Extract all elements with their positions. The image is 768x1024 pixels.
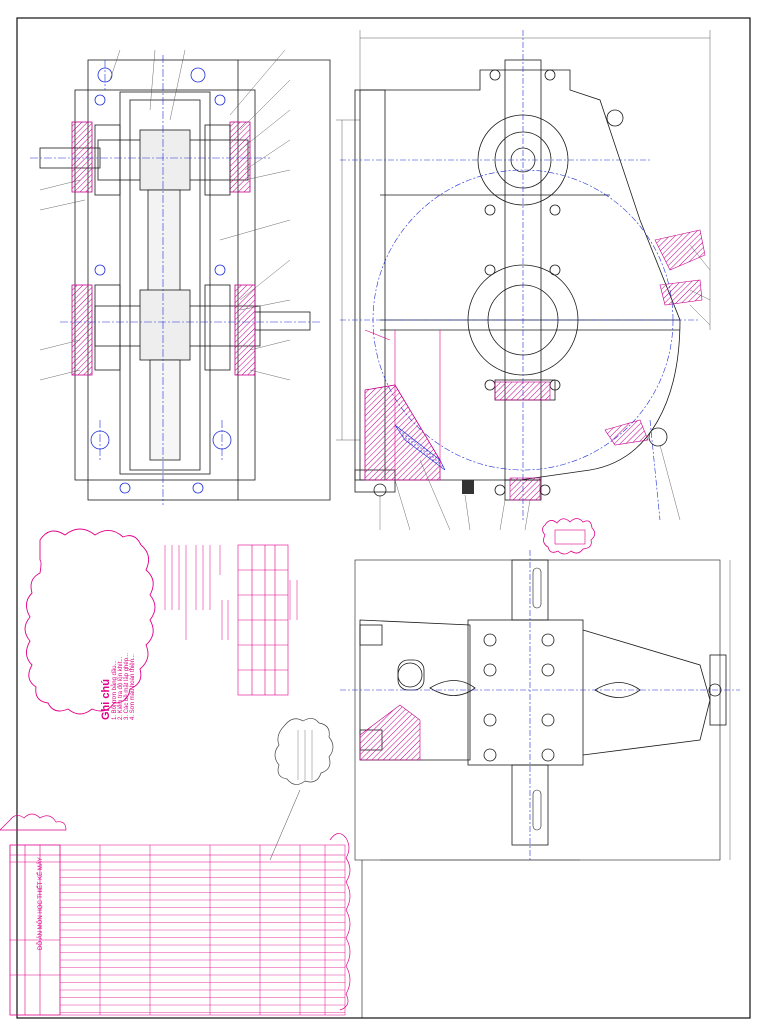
outer-frame (16, 17, 751, 1019)
bom-cloud (329, 833, 351, 1011)
side-view (354, 559, 727, 861)
front-leaders (379, 244, 711, 531)
notes-title: Ghi chú (100, 679, 112, 720)
comment-cloud (274, 718, 334, 785)
side-dimensions (380, 560, 731, 861)
notes-block: Ghi chú 1. Bôi trơn bằng dầu... 2. Kiểm … (100, 540, 140, 720)
front-bolts (373, 69, 668, 497)
front-sections (364, 229, 706, 501)
parts-list-rows (60, 869, 345, 1013)
title-cloud (0, 813, 67, 831)
side-bolts (397, 633, 722, 762)
comment-leader (269, 789, 301, 861)
table-stub-lines (221, 580, 298, 640)
characteristics-table (237, 544, 289, 696)
requirements-text (164, 545, 221, 640)
plan-centerlines (30, 55, 320, 505)
front-section-lines (364, 329, 441, 470)
title-block (9, 844, 61, 1016)
plan-leaders (39, 49, 291, 381)
side-centerlines (340, 550, 740, 860)
side-keyways (532, 567, 542, 831)
side-section (359, 704, 421, 761)
front-large-gear-circle (340, 30, 700, 521)
note-line-4: 4. Sơn màu hoàn thiện... (130, 654, 136, 720)
notes-cloud (24, 528, 156, 715)
comment-lines (297, 730, 313, 780)
title-block-heading: ĐỒ ÁN MÔN HỌC THIẾT KẾ MÁY (38, 857, 44, 950)
plan-view (39, 59, 331, 501)
front-dimensions (336, 30, 711, 441)
revision-cloud-front (542, 518, 596, 555)
